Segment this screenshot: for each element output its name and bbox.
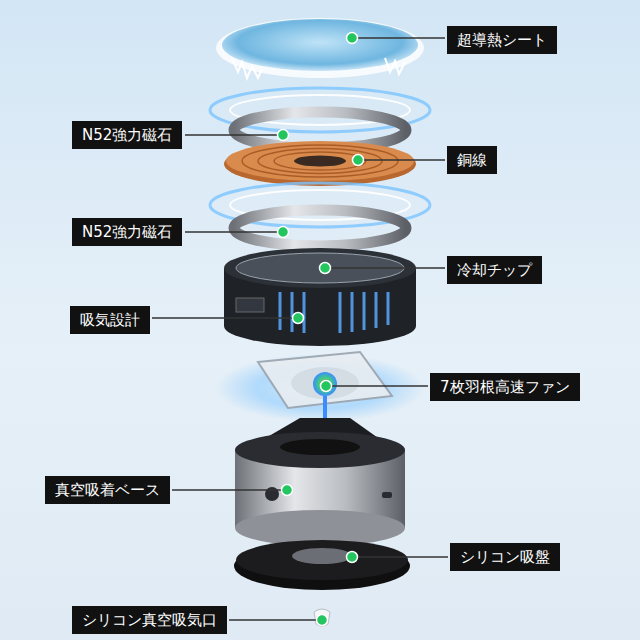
leader-dot bbox=[278, 130, 289, 141]
leader-line bbox=[229, 619, 322, 621]
part-name: 冷却チップ bbox=[457, 260, 532, 280]
leader-line bbox=[185, 231, 283, 233]
part-label-box: シリコン吸盤 bbox=[450, 543, 560, 571]
part-label-box: 7枚羽根高速ファン bbox=[430, 373, 580, 401]
part-name: シリコン吸盤 bbox=[460, 547, 550, 567]
leader-dot bbox=[278, 227, 289, 238]
part-name: N52強力磁石 bbox=[82, 222, 172, 242]
part-name: シリコン真空吸気口 bbox=[82, 610, 217, 630]
leader-dot bbox=[293, 313, 304, 324]
leader-line bbox=[325, 267, 445, 269]
part-label-box: 真空吸着ベース bbox=[45, 476, 170, 504]
leader-line bbox=[358, 159, 445, 161]
part-label-box: 超導熱シート bbox=[447, 26, 557, 54]
leader-dot bbox=[320, 263, 331, 274]
leader-line bbox=[326, 385, 428, 387]
part-name: 吸気設計 bbox=[80, 310, 140, 330]
part-label-box: 銅線 bbox=[447, 146, 497, 174]
part-name: 超導熱シート bbox=[457, 30, 547, 50]
leader-dot bbox=[347, 552, 358, 563]
part-name: 真空吸着ベース bbox=[55, 480, 160, 500]
leader-line bbox=[185, 134, 283, 136]
part-label-box: 吸気設計 bbox=[70, 306, 150, 334]
leader-line bbox=[352, 556, 448, 558]
leader-dot bbox=[317, 615, 328, 626]
part-name: N52強力磁石 bbox=[82, 125, 172, 145]
leader-dot bbox=[321, 381, 332, 392]
part-name: 銅線 bbox=[457, 150, 487, 170]
leader-dot bbox=[347, 33, 358, 44]
leader-line bbox=[172, 489, 287, 491]
part-label-box: N52強力磁石 bbox=[72, 218, 182, 246]
leader-dot bbox=[353, 155, 364, 166]
leader-line bbox=[352, 37, 445, 39]
part-label-box: N52強力磁石 bbox=[72, 121, 182, 149]
leader-dot bbox=[282, 485, 293, 496]
part-name: 7枚羽根高速ファン bbox=[440, 377, 570, 397]
part-label-box: 冷却チップ bbox=[447, 256, 542, 284]
part-label-box: シリコン真空吸気口 bbox=[72, 606, 227, 634]
leader-line bbox=[152, 317, 298, 319]
